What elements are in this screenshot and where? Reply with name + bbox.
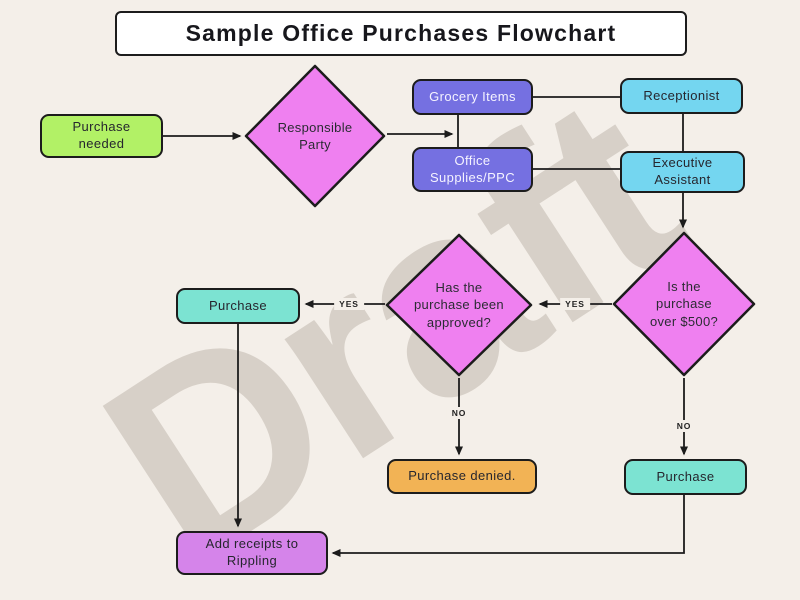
node-purchase-right: Purchase bbox=[624, 459, 747, 495]
node-executive-assistant: Executive Assistant bbox=[620, 151, 745, 193]
edge-label-no-approved-to-denied: NO bbox=[446, 407, 472, 419]
edge-label-yes-over500-to-approved: YES bbox=[560, 298, 590, 310]
node-label: Add receipts to Rippling bbox=[205, 536, 299, 568]
node-label: Responsible Party bbox=[277, 119, 353, 152]
edge-purchase-right-to-add-receipts bbox=[331, 495, 685, 557]
node-office-supplies: Office Supplies/PPC bbox=[412, 147, 533, 192]
flowchart-title: Sample Office Purchases Flowchart bbox=[115, 11, 687, 56]
node-label: Office Supplies/PPC bbox=[429, 152, 515, 185]
edge-label-no-over500-to-purchase: NO bbox=[671, 420, 697, 432]
node-label: Has the purchase been approved? bbox=[414, 280, 504, 330]
node-over-500: Is the purchase over $500? bbox=[611, 230, 757, 378]
node-approved: Has the purchase been approved? bbox=[384, 232, 534, 378]
node-label: Is the purchase over $500? bbox=[649, 279, 719, 329]
node-label: Receptionist bbox=[643, 87, 720, 103]
diamond-shape bbox=[612, 231, 756, 377]
node-purchase-denied: Purchase denied. bbox=[387, 459, 537, 494]
node-grocery-items: Grocery Items bbox=[412, 79, 533, 115]
node-receptionist: Receptionist bbox=[620, 78, 743, 114]
node-label: Purchase bbox=[208, 297, 268, 313]
node-label: Executive Assistant bbox=[652, 155, 713, 187]
node-purchase-needed: Purchase needed bbox=[40, 114, 163, 158]
node-label: Purchase bbox=[656, 468, 715, 484]
edge-label-yes-approved-to-purchase: YES bbox=[334, 298, 364, 310]
node-label: Grocery Items bbox=[429, 88, 516, 104]
node-add-receipts: Add receipts to Rippling bbox=[176, 531, 328, 575]
diamond-shape bbox=[244, 64, 386, 208]
diamond-shape bbox=[385, 233, 533, 377]
node-label: Purchase denied. bbox=[408, 468, 516, 484]
node-responsible-party: Responsible Party bbox=[243, 63, 387, 209]
node-label: Purchase needed bbox=[72, 119, 131, 151]
node-purchase-left: Purchase bbox=[176, 288, 300, 324]
